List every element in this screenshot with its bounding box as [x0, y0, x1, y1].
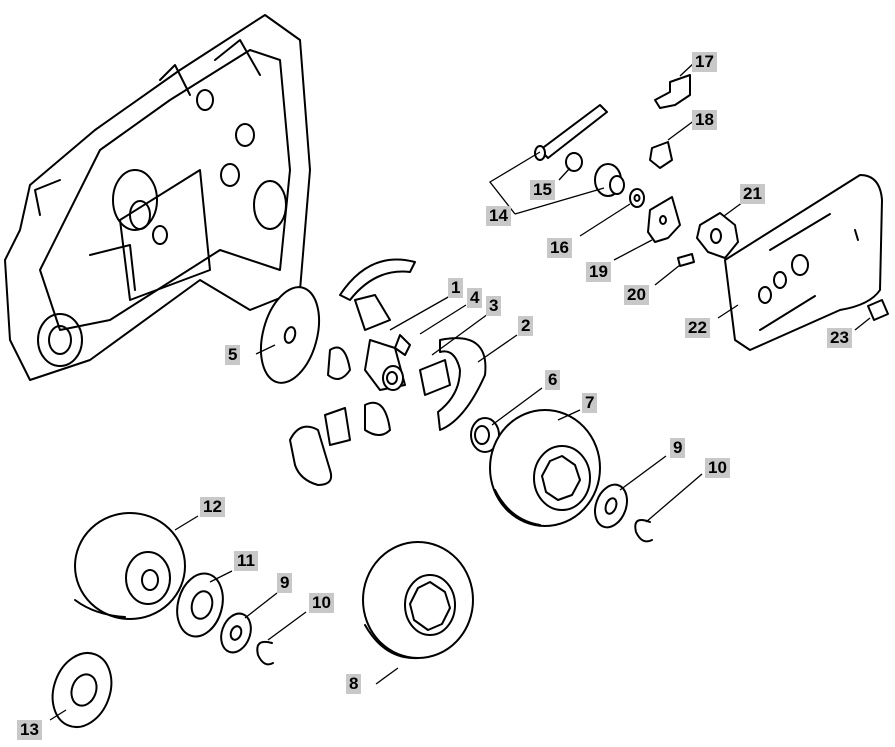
part-8-spur-drum [362, 541, 474, 660]
leader-lines [49, 61, 871, 721]
callout-22: 22 [685, 318, 710, 338]
callout-16: 16 [547, 238, 572, 258]
crankcase-housing [4, 14, 311, 381]
leader-6 [491, 387, 543, 426]
callout-9-right: 9 [670, 438, 686, 458]
part-5-washer-disc [259, 286, 321, 384]
leader-22 [717, 304, 739, 319]
leader-13 [49, 709, 67, 721]
leader-12 [174, 515, 199, 531]
callout-5: 5 [225, 345, 241, 365]
part-20-screw [677, 253, 695, 267]
part-14-tensioner-gear [594, 163, 625, 197]
part-7-clutch-drum [489, 409, 601, 527]
callout-3: 3 [486, 296, 502, 316]
callout-14: 14 [486, 206, 511, 226]
part-12-rim-drum [74, 512, 186, 620]
callout-10-right: 10 [705, 458, 730, 478]
leader-8 [375, 667, 399, 685]
callout-8: 8 [346, 674, 362, 694]
callout-1: 1 [448, 278, 464, 298]
leader-16 [579, 203, 631, 237]
leader-15 [558, 167, 571, 181]
part-23-screw [867, 299, 889, 321]
part-13-rim-sprocket [51, 652, 113, 728]
part-14-tensioner-screw [534, 104, 608, 161]
callout-19: 19 [586, 262, 611, 282]
part-9-washer-left [220, 612, 252, 654]
callout-7: 7 [582, 393, 598, 413]
callout-10-left: 10 [309, 593, 334, 613]
leader-10a [645, 473, 703, 523]
callout-2: 2 [518, 316, 534, 336]
callout-11: 11 [234, 551, 258, 571]
leader-4 [419, 304, 467, 335]
callout-17: 17 [692, 52, 717, 72]
callout-18: 18 [692, 110, 717, 130]
leader-11 [209, 570, 233, 583]
part-6-needle-bearing [470, 417, 500, 453]
leader-9a [619, 455, 667, 491]
leader-18 [667, 119, 696, 141]
leader-9b [244, 592, 278, 619]
callout-21: 21 [740, 184, 765, 204]
leader-3 [431, 313, 489, 356]
callout-23: 23 [827, 328, 852, 348]
callout-12: 12 [200, 497, 225, 517]
part-18-clip [649, 141, 673, 169]
leader-14b [514, 187, 605, 215]
part-19-guide-plate [647, 196, 681, 243]
leader-14 [489, 151, 541, 215]
callout-15: 15 [530, 180, 555, 200]
leader-2 [477, 334, 518, 363]
part-15-o-ring [565, 152, 583, 172]
part-10-e-clip-right [634, 519, 653, 543]
part-16-washer [629, 188, 645, 208]
leader-1 [389, 295, 451, 331]
callout-4: 4 [467, 288, 483, 308]
leader-7 [557, 409, 581, 421]
callout-6: 6 [545, 370, 561, 390]
leader-10b [267, 611, 307, 641]
callout-20: 20 [624, 285, 649, 305]
leader-5 [255, 344, 276, 355]
part-22-sprocket-cover [724, 174, 883, 351]
part-21-nut [696, 212, 739, 259]
part-10-e-clip-left [256, 640, 274, 666]
leader-19 [613, 239, 653, 261]
part-11-rim-sprocket [176, 572, 224, 638]
clutch-assembly [289, 258, 487, 486]
callout-9-left: 9 [277, 573, 293, 593]
leader-20 [654, 264, 681, 286]
part-9-washer-right [594, 483, 628, 529]
callout-13: 13 [17, 720, 42, 740]
part-17-bracket [654, 74, 691, 109]
leader-21 [723, 201, 744, 217]
leader-23 [854, 317, 871, 331]
